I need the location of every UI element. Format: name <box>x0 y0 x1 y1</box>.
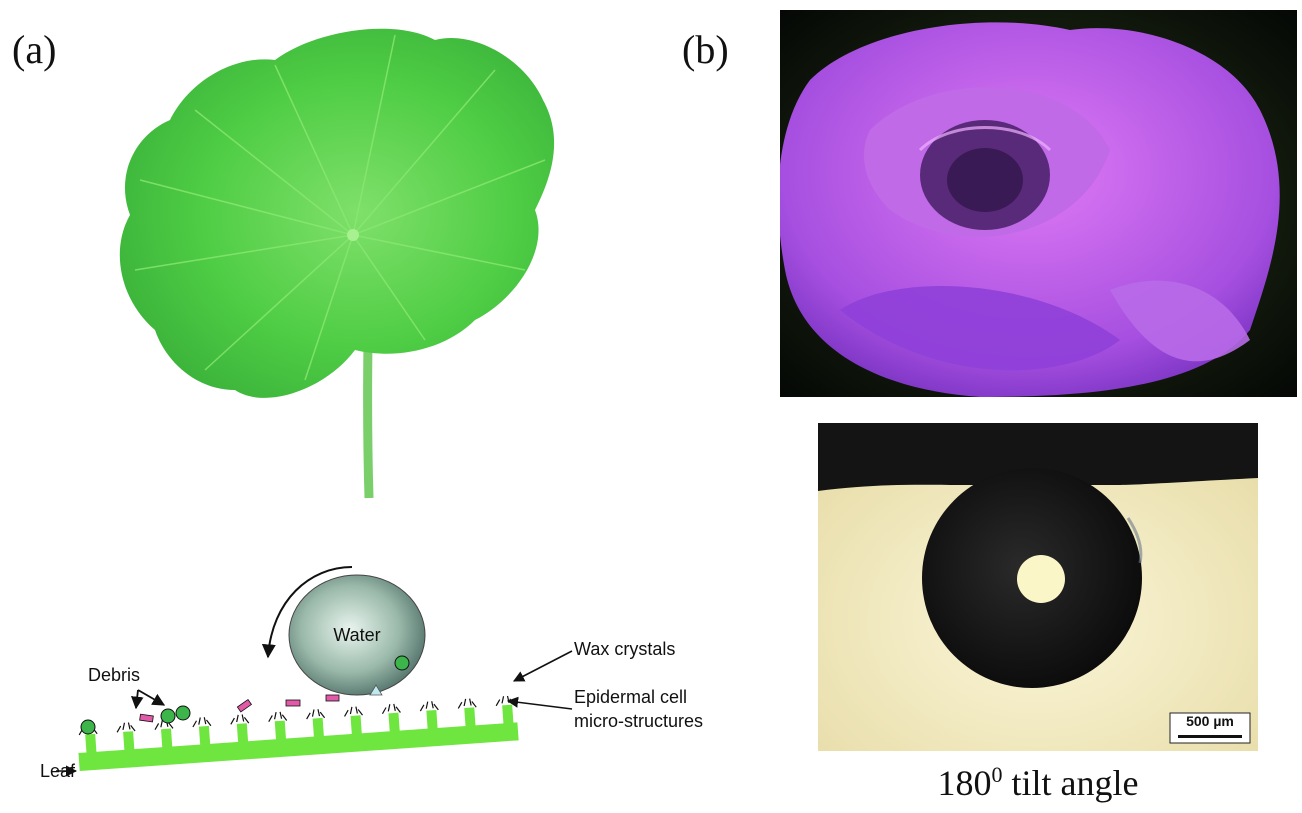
debris-particle <box>394 655 410 671</box>
debris-particle <box>325 694 340 702</box>
scale-bar-label: 500 µm <box>1186 713 1234 729</box>
lotus-leaf-photo <box>119 28 555 499</box>
wax-crystals-label: Wax crystals <box>574 639 675 659</box>
caption-superscript: 0 <box>991 762 1003 787</box>
rolling-arrow-icon <box>261 566 353 659</box>
tilt-angle-caption: 1800 tilt angle <box>818 762 1258 804</box>
panel-label-a: (a) <box>12 27 57 72</box>
rose-photo <box>780 10 1297 397</box>
debris-particle <box>160 708 176 724</box>
debris-particle <box>139 713 154 723</box>
caption-text: tilt angle <box>1002 763 1139 803</box>
caption-value: 180 <box>937 763 992 803</box>
debris-arrow-icon <box>130 689 144 710</box>
lotus-effect-diagram: Water Debris Wax crystals Epidermal cell… <box>40 566 703 781</box>
wax-arrow-icon <box>513 650 573 682</box>
water-droplet <box>288 574 426 696</box>
debris-particle <box>236 698 253 713</box>
leaf-surface <box>78 695 519 772</box>
water-droplet-photo <box>818 423 1258 751</box>
epidermal-arrow-icon <box>506 696 573 710</box>
debris-particle <box>80 719 96 735</box>
epidermal-label-line1: Epidermal cell <box>574 687 687 707</box>
water-label: Water <box>333 625 380 645</box>
epidermal-label-line2: micro-structures <box>574 711 703 731</box>
debris-arrow-icon <box>137 689 166 706</box>
debris-particle <box>175 705 191 721</box>
debris-label: Debris <box>88 665 140 685</box>
panel-label-b: (b) <box>682 27 729 72</box>
debris-particle <box>285 699 301 707</box>
